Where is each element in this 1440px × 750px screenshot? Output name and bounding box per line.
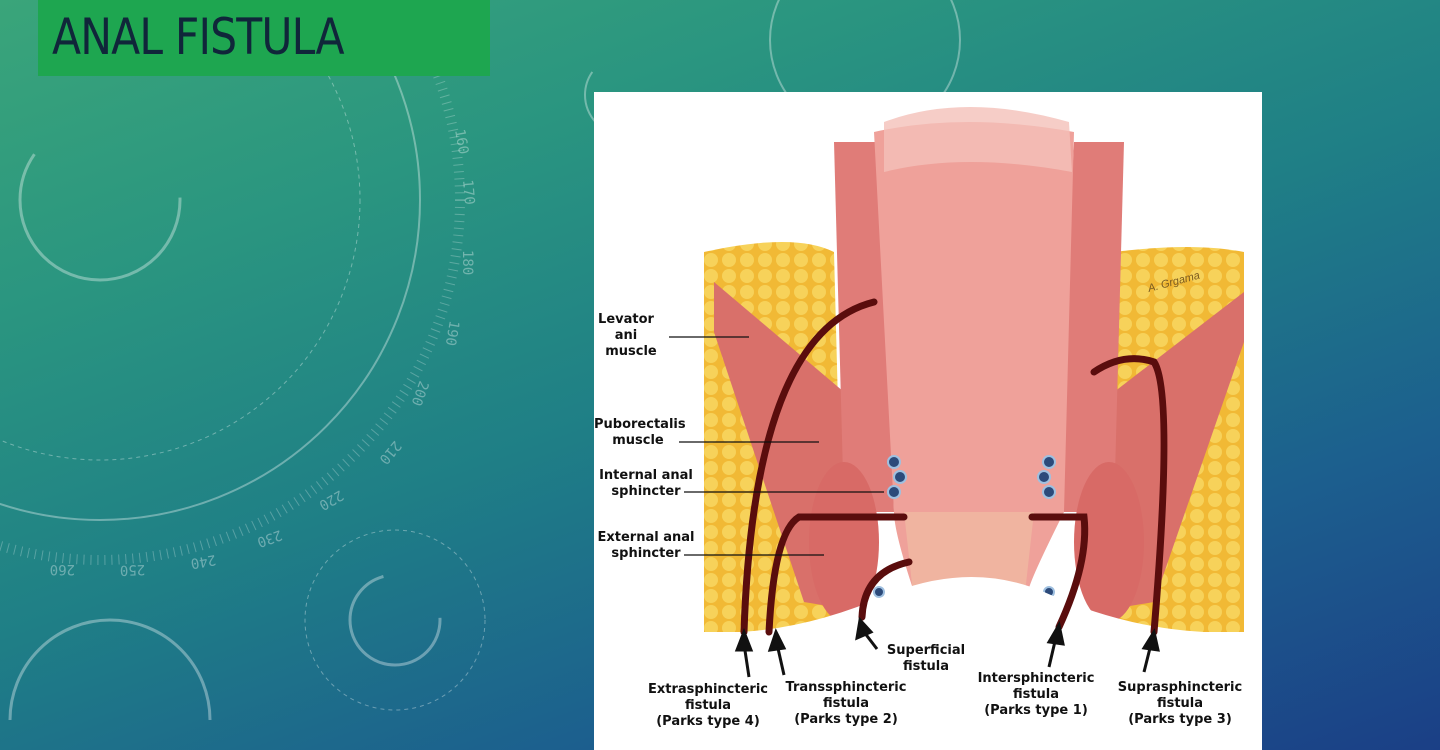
dial-number: 200 (408, 379, 432, 408)
anatomy-illustration: A. Grgama (594, 107, 1262, 750)
dial-number: 160 (451, 128, 471, 156)
slide-title: ANAL FISTULA (52, 8, 345, 66)
dial-number: 260 (50, 561, 75, 577)
rectum-lumen (874, 122, 1074, 592)
dial-number: 240 (189, 551, 217, 571)
superficial-fistula-tract (858, 558, 913, 621)
rectum-wall (1054, 142, 1124, 512)
title-box: ANAL FISTULA (38, 0, 490, 76)
dial-number: 190 (442, 319, 462, 347)
rectum-wall (834, 142, 894, 512)
extrasphincteric-fistula-tract (740, 298, 878, 636)
suprasphincteric-fistula-tract (1090, 355, 1168, 636)
transsphincteric-fistula-tract (765, 513, 908, 636)
dial-number: 230 (255, 526, 284, 550)
dial-number: 180 (459, 250, 475, 275)
external-anal-sphincter (809, 462, 879, 622)
dial-number: 170 (459, 179, 477, 206)
dial-number: 220 (316, 487, 346, 514)
skin-surface (594, 577, 1262, 750)
dial-number: 210 (376, 437, 405, 467)
external-anal-sphincter (1074, 462, 1144, 622)
intersphincteric-fistula-tract (1028, 513, 1089, 631)
dial-number: 250 (120, 561, 146, 578)
